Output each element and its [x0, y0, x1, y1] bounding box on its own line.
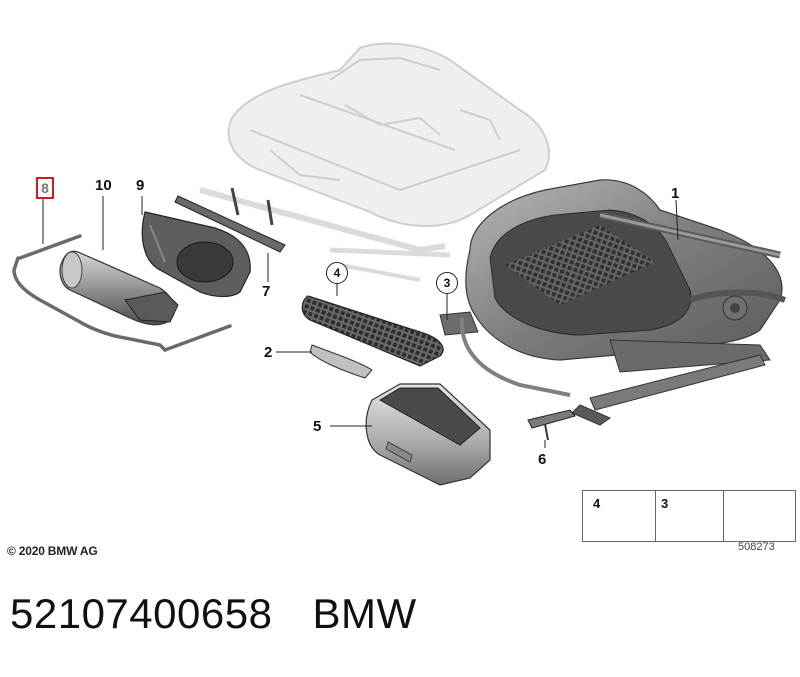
cylinder-part-10	[59, 250, 179, 326]
callout-10[interactable]: 10	[95, 177, 112, 194]
callout-2[interactable]: 2	[264, 344, 273, 361]
clip-part-6	[527, 409, 576, 448]
legend-label-4: 4	[593, 496, 601, 511]
diagram-reference-number: 508273	[738, 541, 775, 553]
callout-3[interactable]: 3	[436, 272, 458, 294]
plate-part-2	[276, 295, 444, 379]
callout-4[interactable]: 4	[326, 262, 348, 284]
brand-name: BMW	[312, 590, 417, 637]
bracket-part-7	[174, 187, 286, 282]
ghost-seat-frame	[199, 42, 550, 282]
legend-cell-screw: 4	[583, 491, 656, 541]
callout-6[interactable]: 6	[538, 451, 547, 468]
leader-lines	[42, 196, 679, 320]
copyright-text: © 2020 BMW AG	[7, 544, 98, 558]
seat-frame-part-1	[439, 179, 787, 426]
box-part-5	[330, 383, 491, 486]
part-number-line: 52107400658 BMW	[10, 590, 457, 638]
fastener-legend: 4 3	[582, 490, 796, 542]
callout-8-selected[interactable]: 8	[36, 177, 54, 199]
legend-label-3: 3	[661, 496, 669, 511]
callout-5[interactable]: 5	[313, 418, 322, 435]
wire-part-8	[12, 234, 232, 352]
legend-cell-bolt: 3	[655, 491, 724, 541]
callout-7[interactable]: 7	[262, 283, 271, 300]
part-number: 52107400658	[10, 590, 273, 637]
housing-part-9	[141, 211, 251, 298]
callout-1[interactable]: 1	[671, 185, 680, 202]
callout-9[interactable]: 9	[136, 177, 145, 194]
